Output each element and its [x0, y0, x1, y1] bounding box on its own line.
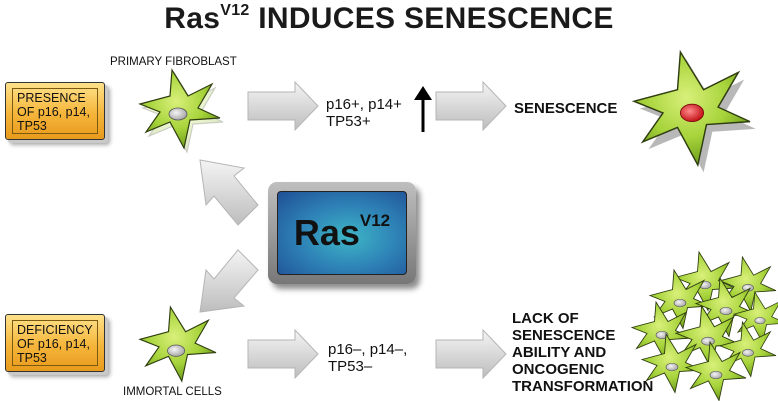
deficiency-line-3: TP53 — [17, 351, 47, 365]
primary-fibroblast-cell-icon — [139, 69, 224, 153]
marker-positive-line-1: p16+, p14+ — [326, 96, 402, 113]
arrow-bottom-1 — [247, 328, 319, 380]
deficiency-box: DEFICIENCY OF p16, p14, TP53 — [5, 314, 105, 372]
ras-v12-box: RasV12 — [268, 182, 416, 284]
presence-line-3: TP53 — [17, 119, 47, 133]
increase-arrow-icon — [414, 86, 432, 132]
result-senescence: SENESCENCE — [514, 100, 618, 117]
transformation-line-3: ABILITY AND — [512, 344, 607, 361]
marker-negative-line-1: p16–, p14–, — [328, 341, 408, 358]
deficiency-line-2: OF p16, p14, — [17, 337, 90, 351]
senescent-cell-icon — [631, 49, 756, 173]
presence-line-1: PRESENCE — [17, 91, 86, 105]
deficiency-line-1: DEFICIENCY — [17, 323, 93, 337]
arrow-diag-down — [199, 249, 259, 313]
result-transformation: LACK OF SENESCENCE ABILITY AND ONCOGENIC… — [512, 310, 653, 395]
title-ras: Ras — [164, 2, 221, 35]
transformation-line-5: TRANSFORMATION — [512, 378, 654, 395]
transformation-line-1: LACK OF — [512, 310, 579, 327]
transformed-cells-cluster-icon — [631, 251, 778, 401]
marker-negative-line-2: TP53– — [328, 358, 373, 375]
arrow-top-2 — [435, 80, 507, 132]
ras-label-main: Ras — [293, 212, 360, 253]
ras-v12-inner: RasV12 — [277, 191, 407, 275]
diagram-title: RasV12 INDUCES SENESCENCE — [0, 2, 778, 36]
arrow-top-1 — [247, 80, 319, 132]
label-primary-fibroblast: PRIMARY FIBROBLAST — [110, 56, 237, 68]
presence-line-2: OF p16, p14, — [17, 105, 90, 119]
marker-positive-line-2: TP53+ — [326, 113, 371, 130]
title-superscript: V12 — [220, 2, 250, 19]
arrow-diag-up — [199, 159, 259, 226]
transformation-line-4: ONCOGENIC — [512, 361, 605, 378]
transformation-line-2: SENESCENCE — [512, 327, 616, 344]
arrow-bottom-2 — [435, 328, 507, 380]
title-rest: INDUCES SENESCENCE — [249, 2, 614, 35]
marker-status-negative: p16–, p14–, TP53– — [328, 341, 407, 375]
marker-status-positive: p16+, p14+ TP53+ — [326, 96, 402, 130]
label-immortal-cells: IMMORTAL CELLS — [123, 386, 222, 398]
presence-box: PRESENCE OF p16, p14, TP53 — [5, 82, 105, 140]
ras-label-superscript: V12 — [359, 211, 391, 230]
immortal-cell-icon — [139, 306, 217, 382]
ras-v12-label: RasV12 — [293, 211, 391, 254]
